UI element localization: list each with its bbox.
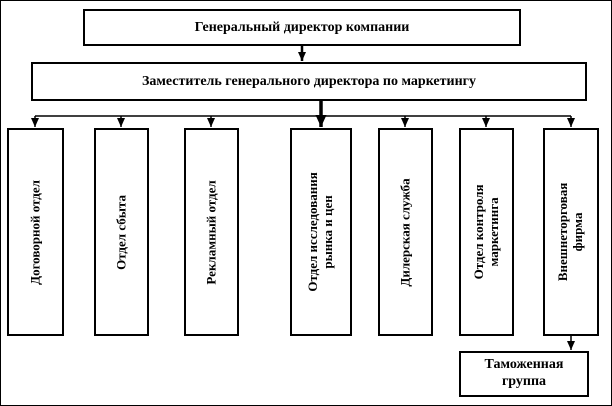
contract-dept-box: Договорной отдел xyxy=(7,128,64,336)
contract-dept-label: Договорной отдел xyxy=(27,179,43,285)
customs-group-box: Таможенная группа xyxy=(459,351,589,397)
marketing-control-dept-box: Отдел контроля маркетинга xyxy=(459,128,514,336)
sales-dept-box: Отдел сбыта xyxy=(94,128,149,336)
ceo-box: Генеральный директор компании xyxy=(83,9,521,46)
deputy-marketing-box-label: Заместитель генерального директора по ма… xyxy=(141,73,476,89)
customs-group-label: Таможенная группа xyxy=(484,357,564,389)
advertising-dept-box: Рекламный отдел xyxy=(184,128,239,336)
market-research-dept-box: Отдел исследования рынка и цен xyxy=(290,128,352,336)
marketing-control-dept-label: Отдел контроля маркетинга xyxy=(470,184,501,280)
dealer-service-box: Дилерская служба xyxy=(378,128,433,336)
foreign-trade-firm-label: Внешнеторговая фирма xyxy=(555,182,585,282)
dealer-service-label: Дилерская служба xyxy=(397,177,413,287)
advertising-dept-label: Рекламный отдел xyxy=(203,179,219,285)
ceo-box-label: Генеральный директор компании xyxy=(194,19,410,35)
deputy-marketing-box: Заместитель генерального директора по ма… xyxy=(31,62,587,101)
sales-dept-label: Отдел сбыта xyxy=(113,194,129,270)
market-research-dept-label: Отдел исследования рынка и цен xyxy=(305,172,335,292)
foreign-trade-firm-box: Внешнеторговая фирма xyxy=(543,128,599,336)
